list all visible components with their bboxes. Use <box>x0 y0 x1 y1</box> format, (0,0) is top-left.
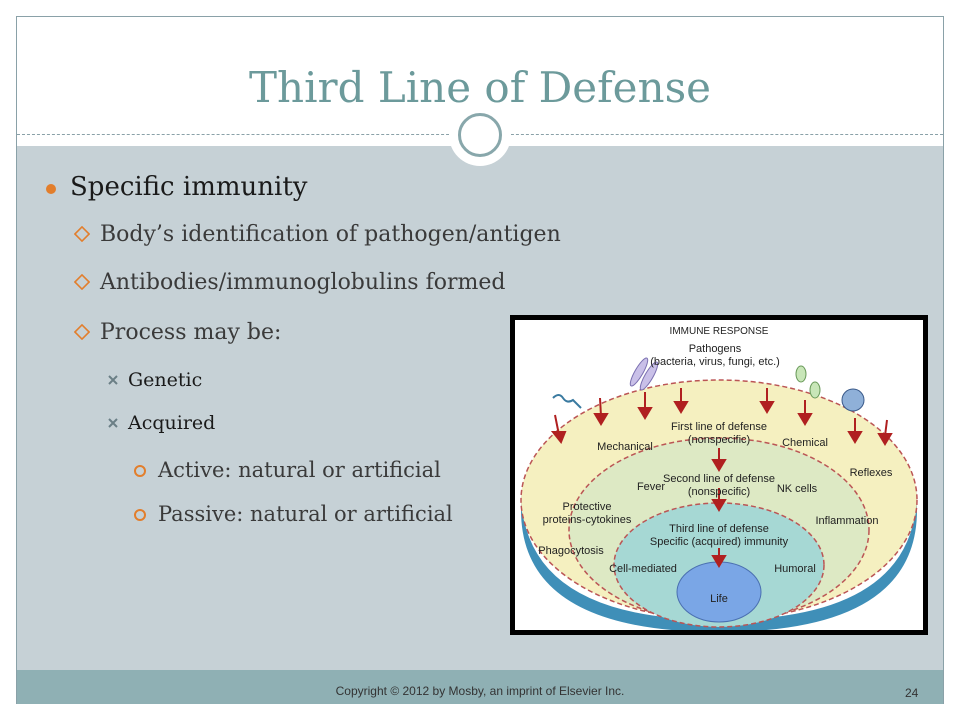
x-bullet-icon <box>108 418 118 428</box>
third-line-sub: Specific (acquired) immunity <box>650 536 789 548</box>
reflexes-label: Reflexes <box>850 467 893 479</box>
second-line-sub: (nonspecific) <box>688 486 750 498</box>
inflammation-label: Inflammation <box>816 515 879 527</box>
bullet-text: Acquired <box>128 412 216 434</box>
diamond-bullet-icon <box>74 274 90 290</box>
chemical-label: Chemical <box>782 437 828 449</box>
bullet-text: Genetic <box>128 369 203 391</box>
nk-cells-label: NK cells <box>777 483 818 495</box>
ring-bullet-icon <box>134 465 146 477</box>
protective-sub: proteins-cytokines <box>543 514 632 526</box>
life-label: Life <box>710 593 728 605</box>
diamond-bullet-icon <box>74 324 90 340</box>
footer-bar <box>17 670 943 704</box>
fever-label: Fever <box>637 481 665 493</box>
cell-mediated-label: Cell-mediated <box>609 563 677 575</box>
immune-response-diagram: IMMUNE RESPONSE Pathogens (bacteria, vir… <box>510 315 928 635</box>
pathogens-label: Pathogens <box>689 343 742 355</box>
bullet-text: Active: natural or artificial <box>158 458 441 482</box>
third-line-label: Third line of defense <box>669 523 769 535</box>
humoral-label: Humoral <box>774 563 816 575</box>
sub-bullet-text: Antibodies/immunoglobulins formed <box>100 270 506 295</box>
sub-bullet-text: Body’s identification of pathogen/antige… <box>100 222 561 247</box>
x-bullet-icon <box>108 375 118 385</box>
diagram-heading: IMMUNE RESPONSE <box>670 326 769 337</box>
pathogens-detail: (bacteria, virus, fungi, etc.) <box>650 356 780 368</box>
bullet-dot-icon <box>46 184 56 194</box>
diagram-svg: IMMUNE RESPONSE Pathogens (bacteria, vir… <box>515 320 923 630</box>
slide-title: Third Line of Defense <box>249 63 711 112</box>
pathogen-icons <box>552 357 865 412</box>
diamond-bullet-icon <box>74 226 90 242</box>
phagocytosis-label: Phagocytosis <box>538 545 604 557</box>
ring-bullet-icon <box>134 509 146 521</box>
first-line-label: First line of defense <box>671 421 767 433</box>
second-line-label: Second line of defense <box>663 473 775 485</box>
life-core <box>676 561 762 623</box>
copyright-text: Copyright © 2012 by Mosby, an imprint of… <box>335 684 625 698</box>
bullet-text: Specific immunity <box>70 172 308 202</box>
mechanical-label: Mechanical <box>597 441 653 453</box>
first-line-sub: (nonspecific) <box>688 434 750 446</box>
sub-bullet-text: Process may be: <box>100 320 282 345</box>
divider-ring-icon <box>458 113 502 157</box>
pathogen-arrows <box>550 388 893 568</box>
bullet-text: Passive: natural or artificial <box>158 502 453 526</box>
page-number: 24 <box>905 686 919 700</box>
protective-label: Protective <box>563 501 612 513</box>
